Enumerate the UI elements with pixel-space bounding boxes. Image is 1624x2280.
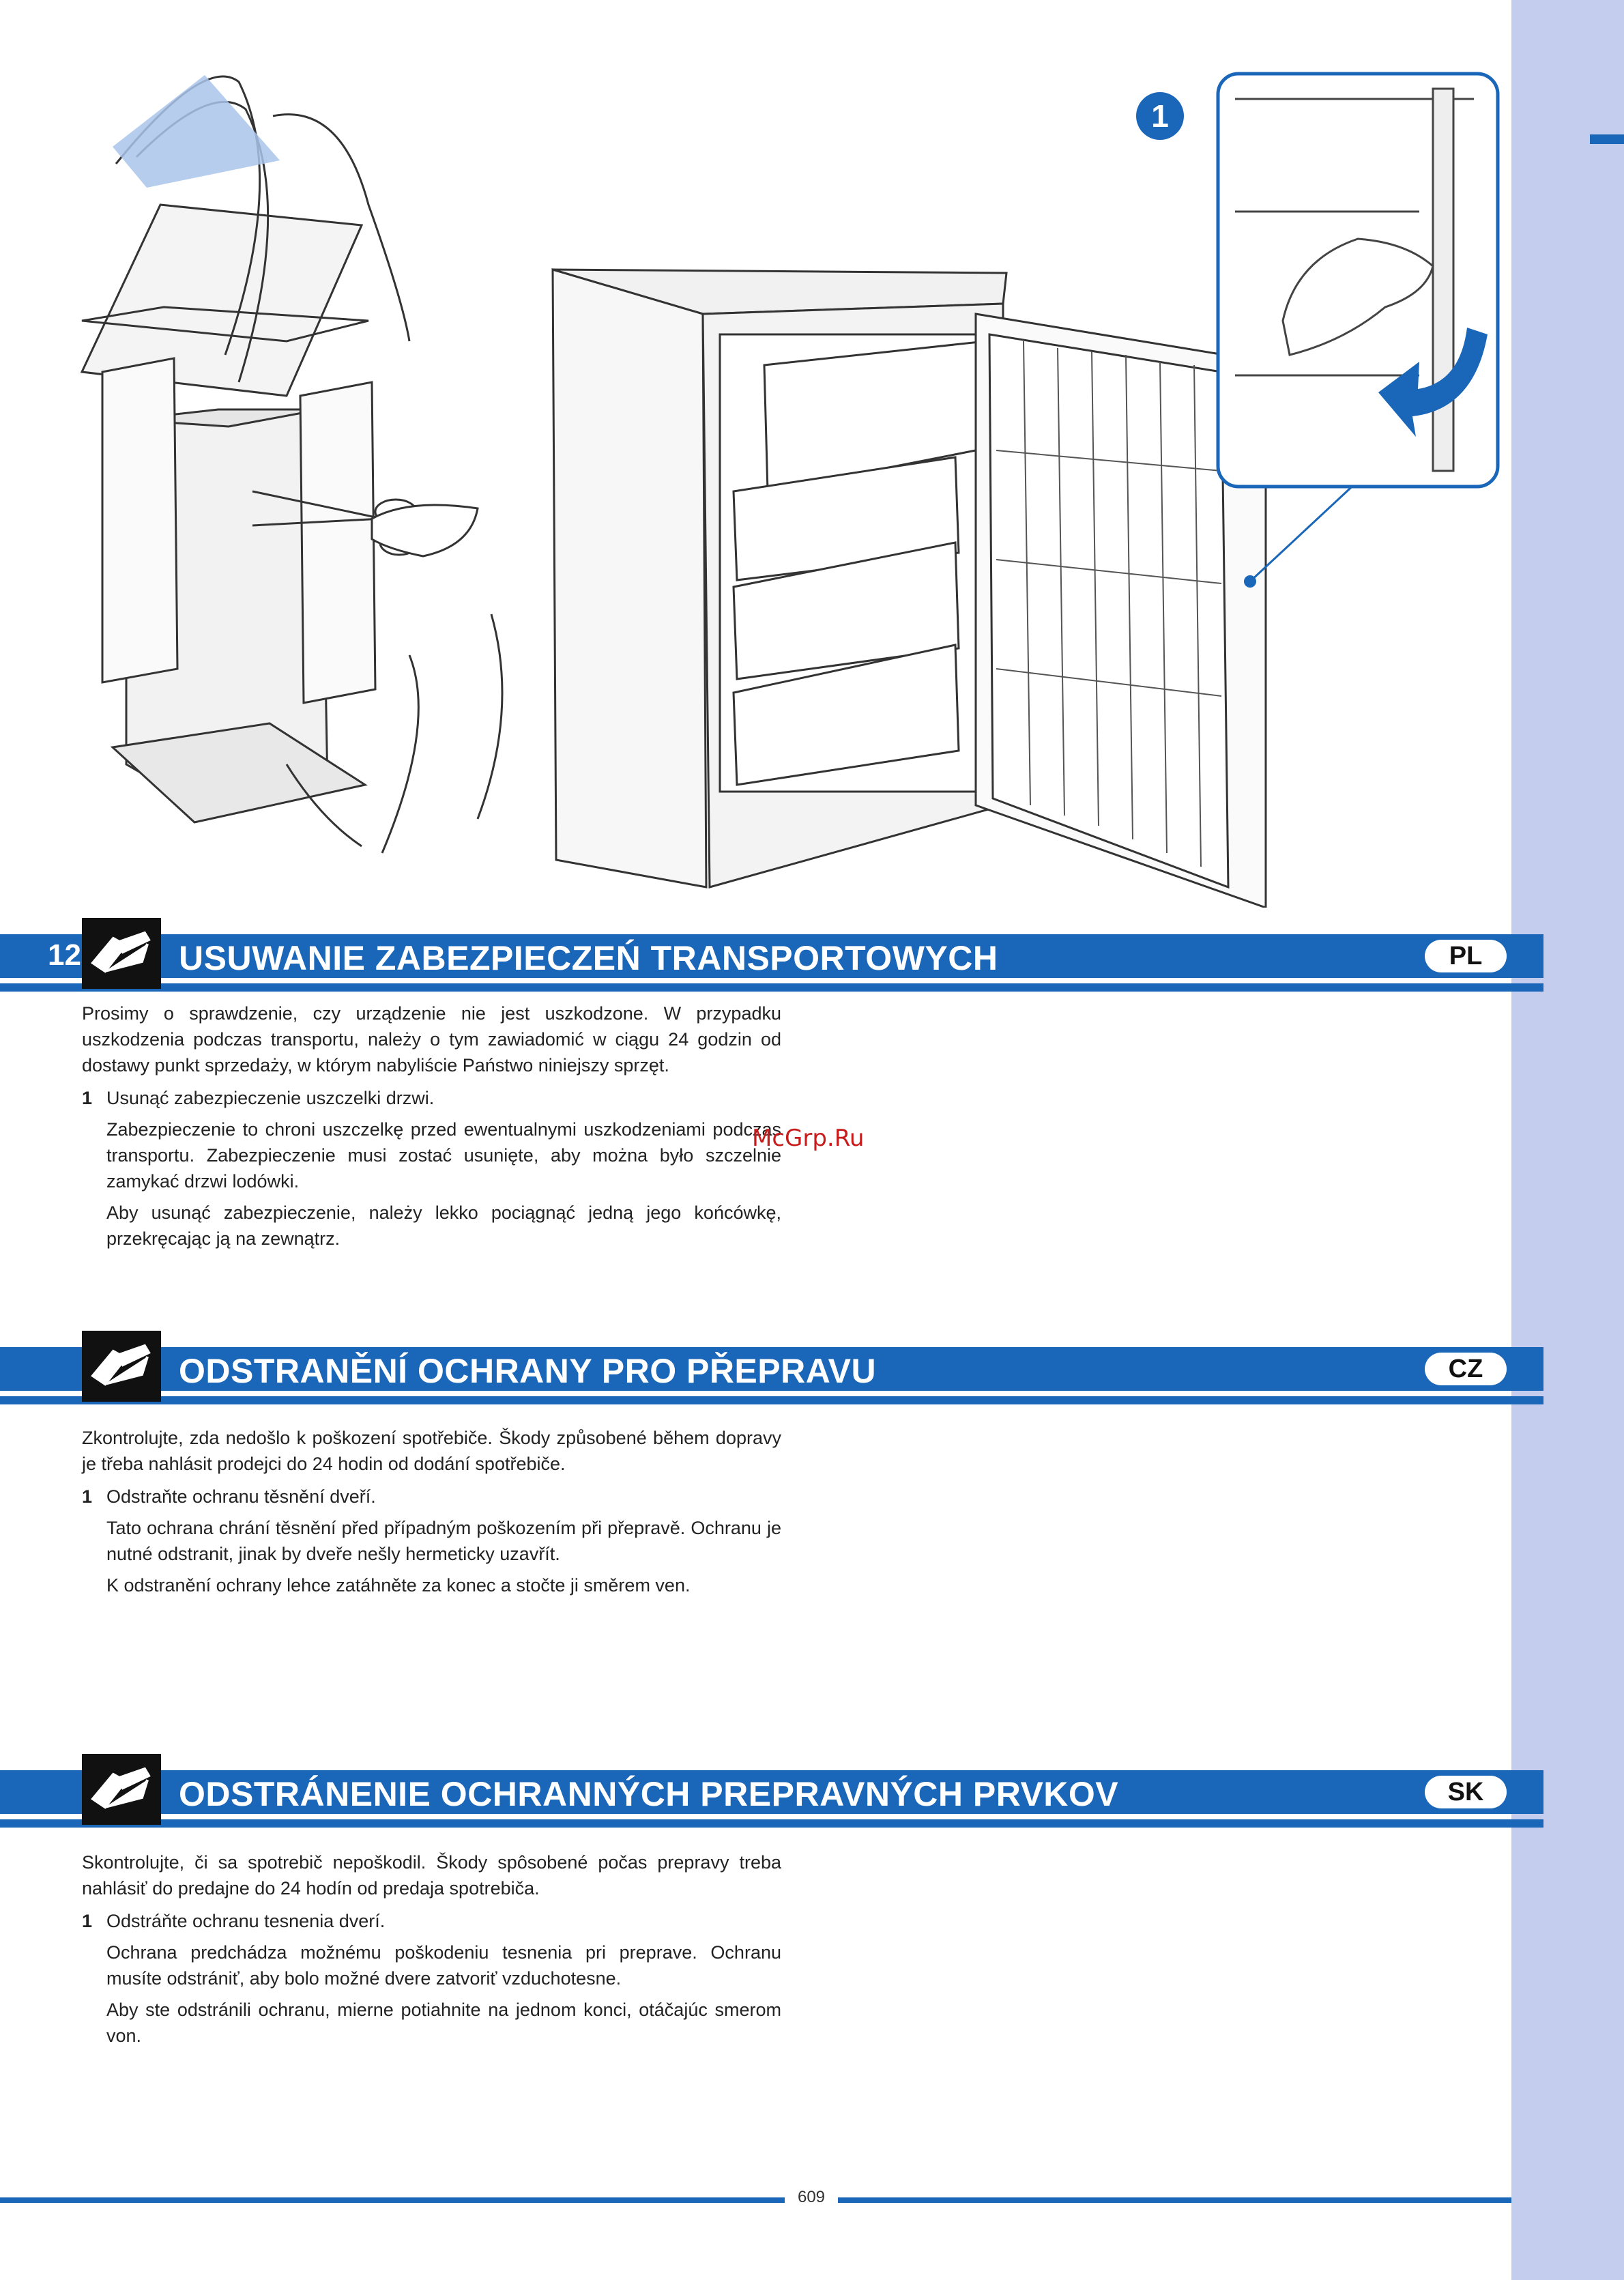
language-badge: PL (1425, 940, 1507, 972)
step-title: Odstraňte ochranu těsnění dveří. (106, 1486, 376, 1507)
section-rule (0, 983, 1543, 992)
section-sk: ODSTRÁNENIE OCHRANNÝCH PREPRAVNÝCH PRVKO… (0, 1754, 1543, 1828)
language-badge: SK (1425, 1776, 1507, 1808)
step-number: 1 (82, 1486, 93, 1507)
step-paragraph-2: Aby usunąć zabezpieczenie, należy lekko … (106, 1202, 781, 1249)
step-item: 1 Odstráňte ochranu tesnenia dverí. Ochr… (82, 1908, 781, 2054)
section-rule (0, 1396, 1543, 1404)
section-cz: ODSTRANĚNÍ OCHRANY PRO PŘEPRAVU CZ (0, 1331, 1543, 1404)
wrap-right (299, 381, 377, 704)
section-rule (0, 1819, 1543, 1828)
drawer-2 (732, 456, 960, 581)
section-header-bar (0, 934, 1543, 978)
language-badge: CZ (1425, 1353, 1507, 1385)
open-book-icon (82, 1754, 161, 1825)
step-item: 1 Odstraňte ochranu těsnění dveří. Tato … (82, 1484, 781, 1604)
scissors (252, 490, 383, 527)
section-sk-body: Skontrolujte, či sa spotrebič nepoškodil… (82, 1849, 781, 2061)
section-cz-body: Zkontrolujte, zda nedošlo k poškození sp… (82, 1425, 781, 1611)
step-number: 1 (82, 1911, 93, 1931)
foam-top-frame (81, 306, 369, 343)
open-book-icon (82, 918, 161, 989)
open-book-icon (82, 1331, 161, 1402)
section-header-bar (0, 1347, 1543, 1391)
drawer-4 (732, 644, 960, 786)
page-number: 609 (797, 2188, 826, 2206)
step-title: Usunąć zabezpieczenie uszczelki drzwi. (106, 1088, 435, 1108)
strap-6 (285, 764, 362, 848)
footer-rule-right (838, 2197, 1511, 2203)
section-title: USUWANIE ZABEZPIECZEŃ TRANSPORTOWYCH (179, 939, 998, 977)
intro-paragraph: Zkontrolujte, zda nedošlo k poškození sp… (82, 1428, 781, 1474)
hand-left (371, 504, 479, 558)
wrap-left (101, 357, 179, 684)
callout-leader-line (1249, 480, 1359, 583)
step-title: Odstráňte ochranu tesnenia dverí. (106, 1911, 386, 1931)
section-pl: 12 USUWANIE ZABEZPIECZEŃ TRANSPORTOWYCH … (0, 918, 1543, 992)
section-title: ODSTRÁNENIE OCHRANNÝCH PREPRAVNÝCH PRVKO… (179, 1775, 1119, 1813)
section-header-bar (0, 1770, 1543, 1814)
step-body: Odstráňte ochranu tesnenia dverí. Ochran… (106, 1908, 781, 2054)
step-paragraph-1: Zabezpieczenie to chroni uszczelkę przed… (106, 1119, 781, 1192)
pallet-base (110, 722, 368, 824)
drawer-3 (732, 541, 960, 680)
step-item: 1 Usunąć zabezpieczenie uszczelki drzwi.… (82, 1085, 781, 1257)
callout-number: 1 (1151, 98, 1169, 134)
section-number: 12 (48, 938, 81, 972)
step-paragraph-1: Ochrana predchádza možnému poškodeniu te… (106, 1942, 781, 1989)
intro-paragraph: Skontrolujte, či sa spotrebič nepoškodil… (82, 1852, 781, 1899)
unpacking-illustration: 1 (80, 72, 1500, 908)
section-pl-body: Prosimy o sprawdzenie, czy urządzenie ni… (82, 1000, 781, 1264)
side-tab-marker (1590, 134, 1624, 144)
step-paragraph-1: Tato ochrana chrání těsnění před případn… (106, 1518, 781, 1564)
section-title: ODSTRANĚNÍ OCHRANY PRO PŘEPRAVU (179, 1352, 877, 1390)
freezer-left-side (551, 268, 708, 889)
door-liner (988, 333, 1230, 889)
strap-3 (272, 113, 411, 342)
intro-paragraph: Prosimy o sprawdzenie, czy urządzenie ni… (82, 1003, 781, 1076)
step-paragraph-2: Aby ste odstránili ochranu, mierne potia… (106, 2000, 781, 2046)
strap-5 (476, 614, 504, 820)
step-paragraph-2: K odstranění ochrany lehce zatáhněte za … (106, 1575, 691, 1596)
door-gasket-strip (1432, 87, 1455, 472)
rotate-arrow-icon (1378, 328, 1488, 437)
step-body: Usunąć zabezpieczenie uszczelki drzwi. Z… (106, 1085, 781, 1257)
lifted-sheet (113, 75, 280, 188)
strap-4 (381, 654, 420, 854)
step-body: Odstraňte ochranu těsnění dveří. Tato oc… (106, 1484, 781, 1604)
watermark-link[interactable]: McGrp.Ru (752, 1125, 865, 1152)
footer-rule-left (0, 2197, 785, 2203)
callout-number-badge (1136, 92, 1184, 140)
side-strip (1511, 0, 1624, 2280)
hand-detail (1281, 237, 1434, 356)
step-number: 1 (82, 1088, 93, 1108)
